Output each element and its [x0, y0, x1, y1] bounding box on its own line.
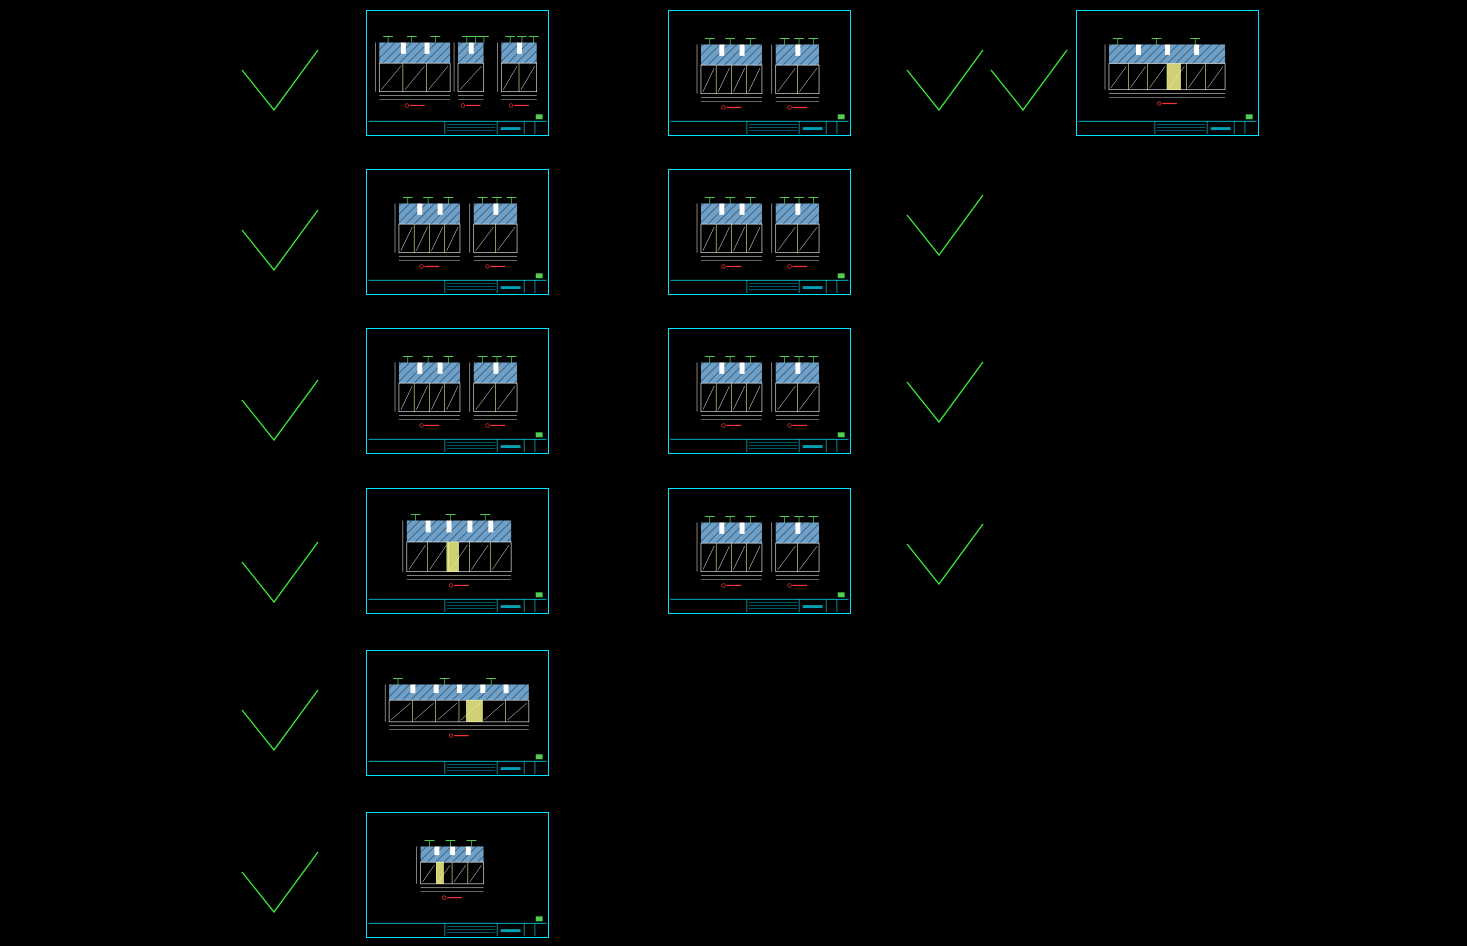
drawing-sheet[interactable] — [668, 488, 851, 614]
elevation-drawing — [771, 197, 820, 269]
check-mark-icon — [240, 688, 320, 752]
check-mark-icon — [905, 48, 985, 112]
sheet-graphic — [368, 197, 547, 294]
title-block — [368, 592, 547, 613]
sheet-graphic — [368, 514, 547, 613]
drawing-sheet[interactable] — [366, 812, 549, 938]
check-mark-icon — [905, 360, 985, 424]
title-block — [368, 273, 547, 294]
title-block — [368, 916, 547, 937]
elevation-drawing — [394, 197, 461, 269]
title-block — [1078, 114, 1257, 135]
elevation-drawing — [469, 356, 518, 428]
elevation-drawing — [696, 356, 763, 428]
title-block — [670, 592, 849, 613]
check-mark-icon — [905, 522, 985, 586]
drawing-sheet[interactable] — [668, 10, 851, 136]
check-mark-icon — [905, 193, 985, 257]
title-block — [670, 432, 849, 453]
elevation-drawing — [402, 514, 512, 588]
check-mark-icon — [240, 378, 320, 442]
check-mark-icon — [240, 850, 320, 914]
check-mark-icon — [240, 540, 320, 604]
title-block — [670, 114, 849, 135]
drawing-sheet[interactable] — [366, 650, 549, 776]
drawing-sheet[interactable] — [366, 488, 549, 614]
drawing-sheet[interactable] — [1076, 10, 1259, 136]
elevation-drawing — [469, 197, 518, 269]
elevation-drawing — [696, 197, 763, 269]
elevation-drawing — [375, 36, 451, 108]
sheet-graphic — [368, 840, 547, 937]
title-block — [368, 114, 547, 135]
sheet-graphic — [368, 678, 547, 775]
check-mark-icon — [240, 208, 320, 272]
sheet-graphic — [1078, 38, 1257, 135]
elevation-drawing — [1104, 38, 1226, 106]
check-mark-icon — [240, 48, 320, 112]
sheet-graphic — [670, 516, 849, 613]
elevation-drawing — [384, 678, 530, 738]
elevation-drawing — [696, 38, 763, 110]
sheet-graphic — [368, 36, 547, 135]
sheet-graphic — [670, 38, 849, 135]
title-block — [368, 754, 547, 775]
drawing-sheet[interactable] — [366, 10, 549, 136]
elevation-drawing — [771, 356, 820, 428]
drawing-sheet[interactable] — [668, 169, 851, 295]
elevation-drawing — [771, 38, 820, 110]
drawing-sheet[interactable] — [366, 169, 549, 295]
drawing-sheet[interactable] — [668, 328, 851, 454]
elevation-drawing — [497, 36, 539, 108]
elevation-drawing — [416, 840, 484, 900]
title-block — [670, 273, 849, 294]
sheet-graphic — [670, 197, 849, 294]
elevation-drawing — [771, 516, 820, 588]
sheet-graphic — [670, 356, 849, 453]
check-mark-icon — [989, 48, 1069, 112]
drawing-sheet[interactable] — [366, 328, 549, 454]
title-block — [368, 432, 547, 453]
elevation-drawing — [453, 36, 489, 108]
sheet-graphic — [368, 356, 547, 453]
elevation-drawing — [696, 516, 763, 588]
elevation-drawing — [394, 356, 461, 428]
